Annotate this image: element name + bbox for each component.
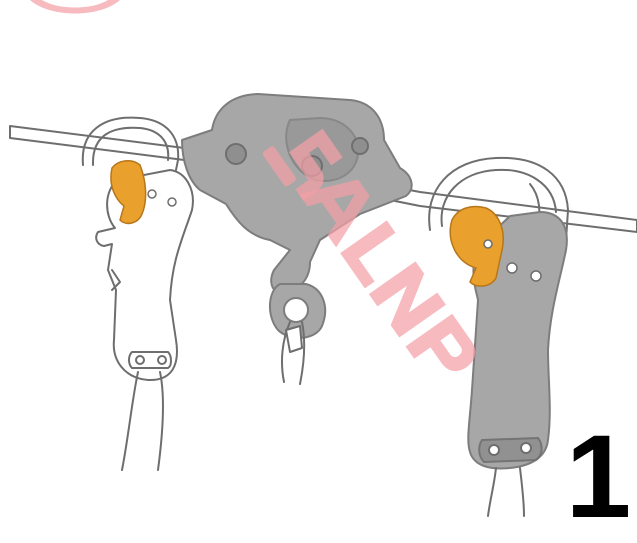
step-number: 1 xyxy=(560,418,637,536)
left-device xyxy=(96,170,193,470)
right-cam xyxy=(450,207,503,287)
